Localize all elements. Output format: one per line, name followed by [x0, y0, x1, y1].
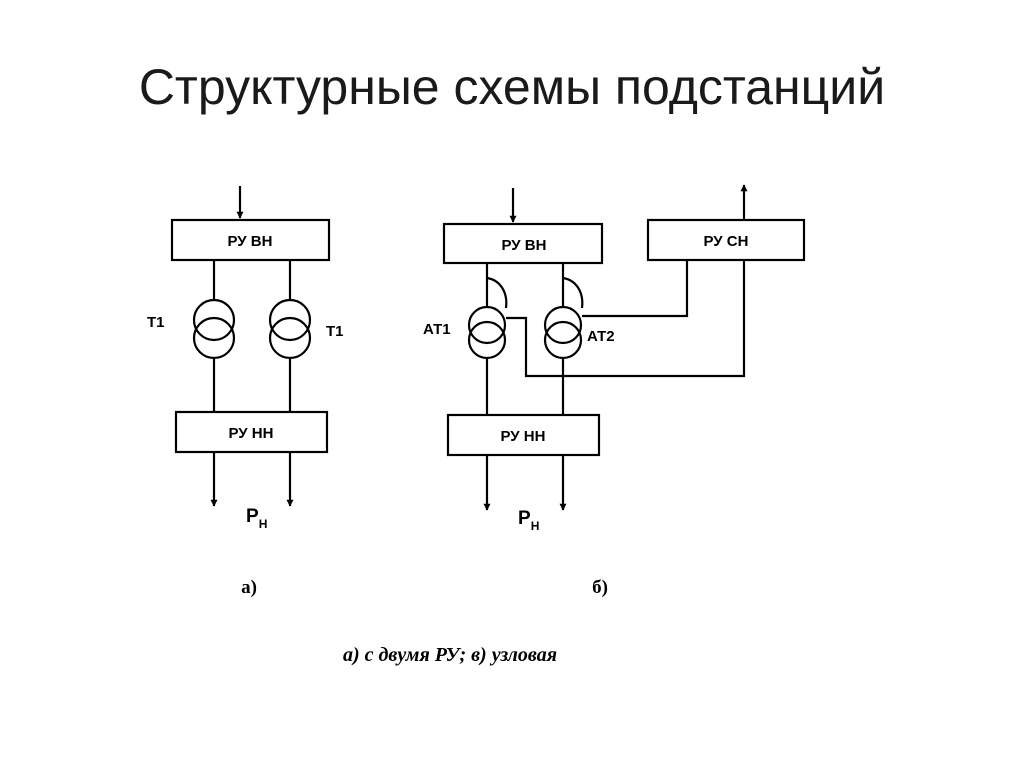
transformer-winding [268, 298, 312, 342]
autotransformer-label-right: АТ2 [587, 328, 615, 345]
transformer-winding [192, 316, 236, 360]
transformer-winding [192, 298, 236, 342]
autotransformer-winding [467, 305, 507, 345]
ru-nn-label: РУ НН [501, 428, 546, 445]
ru-sn-label: РУ СН [704, 233, 749, 250]
transformer-label-left: T1 [147, 314, 165, 331]
autotransformer-label-left: АТ1 [423, 321, 451, 338]
wire [562, 276, 584, 309]
load-label: PН [518, 508, 539, 533]
load-label-sub: Н [531, 519, 540, 533]
wire [582, 260, 689, 318]
ru-vn-label: РУ ВН [502, 237, 547, 254]
ru-sn-box [646, 218, 806, 262]
load-label-main: P [246, 506, 259, 527]
ru-vn-label: РУ ВН [228, 233, 273, 250]
sub-caption: а) с двумя РУ; в) узловая [343, 644, 557, 666]
autotransformer-winding [467, 320, 507, 360]
caption-a: а) [241, 577, 257, 598]
transformer-label-right: T1 [326, 323, 344, 340]
page-title: Структурные схемы подстанций [138, 59, 886, 115]
ru-nn-box [174, 410, 329, 454]
ru-nn-label: РУ НН [229, 425, 274, 442]
autotransformer-winding [543, 320, 583, 360]
diagram-b: РУ ВН РУ СН АТ1 АТ2 РУ НН PН б [423, 184, 806, 598]
caption-b: б) [592, 577, 608, 598]
wire [486, 276, 508, 309]
diagram-a: РУ ВН T1 T1 РУ НН PН а) [147, 186, 344, 598]
wire [506, 260, 746, 378]
load-label-sub: Н [259, 517, 268, 531]
ru-nn-box [446, 413, 601, 457]
ru-vn-box [170, 218, 331, 262]
ru-vn-box [442, 222, 604, 265]
autotransformer-winding [543, 305, 583, 345]
transformer-winding [268, 316, 312, 360]
load-label: PН [246, 506, 267, 531]
load-label-main: P [518, 508, 531, 529]
